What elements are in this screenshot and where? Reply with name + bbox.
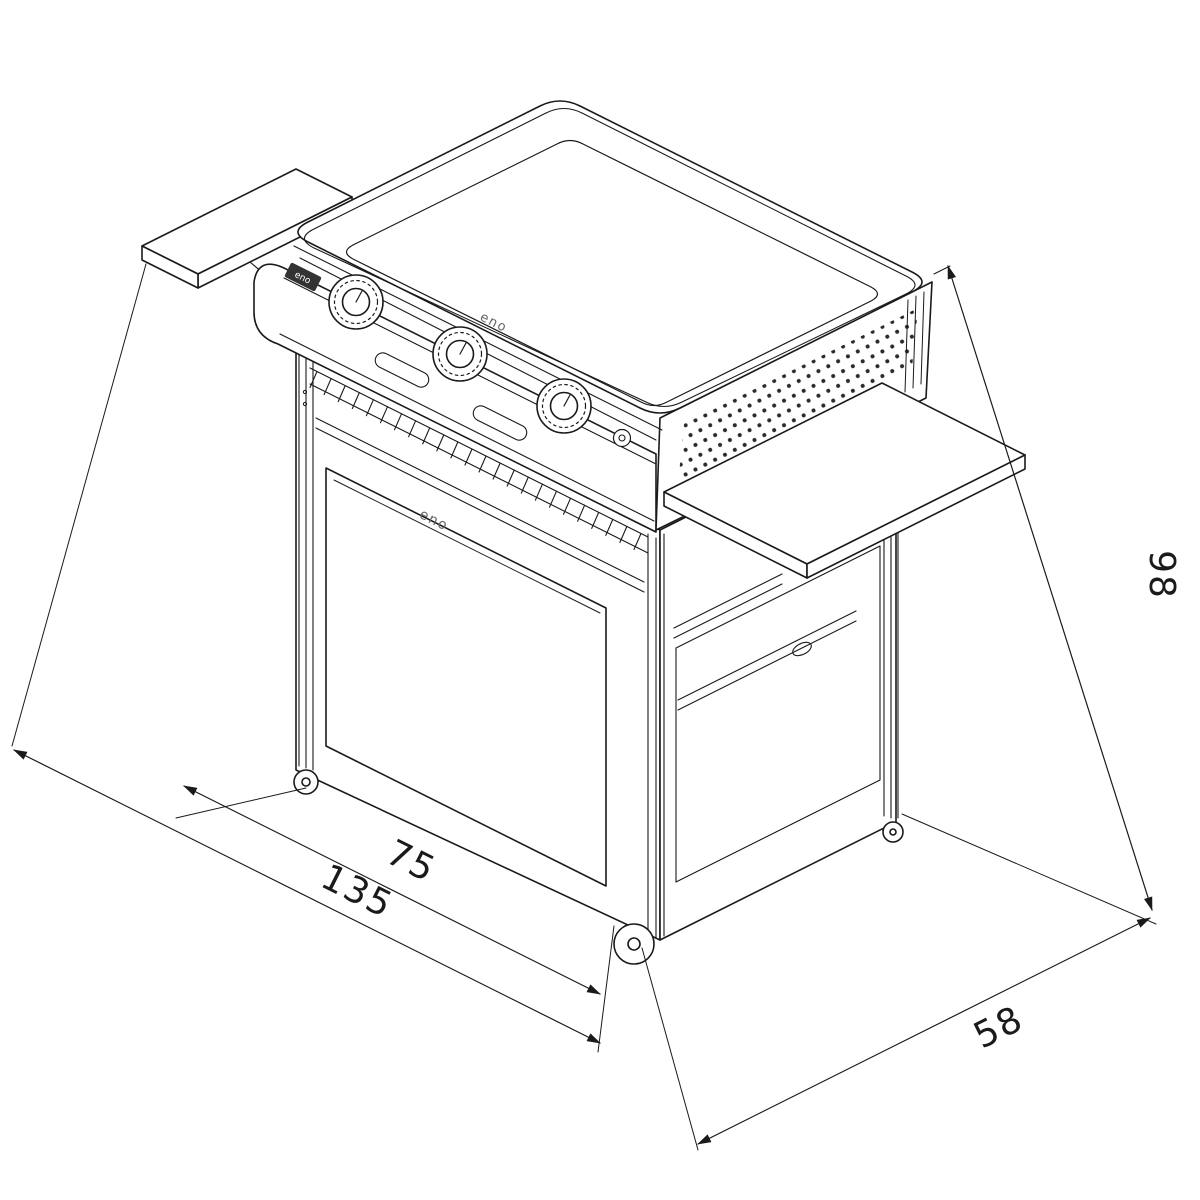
extension-line-98-top — [933, 265, 951, 275]
vent-rib — [605, 518, 614, 536]
vent-rib — [633, 532, 642, 551]
tool-hook-slot-1 — [374, 352, 430, 388]
side-panel — [675, 545, 881, 883]
vent-strip — [309, 367, 649, 554]
front-right-column — [647, 533, 665, 939]
vent-rib — [548, 490, 558, 508]
vent-rib — [408, 420, 417, 438]
igniter-button — [612, 428, 632, 448]
vent-rib — [436, 434, 445, 452]
cooking-plate — [345, 139, 879, 407]
control-panel-face — [253, 263, 657, 533]
caster-back-right — [882, 821, 904, 843]
vent-rib — [323, 378, 332, 396]
right-shelf-bracket — [673, 573, 783, 639]
vent-rib — [337, 385, 346, 403]
burner-knob-3 — [536, 378, 592, 434]
extension-line-135-left — [11, 263, 147, 747]
vent-rib — [619, 525, 628, 543]
vent-rib — [534, 483, 543, 501]
tool-hook-slot-2 — [472, 405, 528, 441]
tray-outer-rim — [297, 100, 923, 414]
burner-knob-1 — [328, 274, 384, 330]
vent-rib — [577, 504, 586, 522]
brand-badge: eno — [284, 262, 322, 292]
vent-rib — [464, 448, 473, 466]
left-shelf-end — [141, 245, 199, 289]
vent-rib — [422, 427, 431, 445]
vent-rib — [393, 413, 403, 431]
dimension-label-height: 98 — [1141, 550, 1182, 600]
screw-hole — [302, 389, 308, 395]
vent-rib — [591, 511, 600, 529]
tray-inner-rim — [303, 107, 916, 408]
vent-rib — [351, 392, 360, 410]
front-rail-lower — [315, 427, 645, 593]
vent-rib — [365, 399, 374, 417]
corner-post-ribs — [904, 291, 925, 393]
front-left-column — [298, 351, 314, 771]
latch-handle — [792, 641, 812, 657]
vent-rib — [478, 455, 487, 473]
extension-line-58-left — [641, 947, 699, 1151]
vent-rib — [379, 406, 389, 424]
dimension-height: 98 — [947, 264, 1182, 912]
vent-rib — [450, 441, 459, 459]
burner-knob-2 — [432, 326, 488, 382]
front-rail — [315, 417, 645, 583]
vent-rib — [562, 497, 572, 515]
screw-hole — [302, 401, 308, 407]
caster-front-right — [613, 923, 655, 965]
vent-rib — [520, 476, 529, 494]
burner-controls: eno — [284, 262, 632, 448]
vent-rib — [492, 462, 501, 480]
vent-rib — [506, 469, 515, 487]
cabinet-door — [325, 467, 607, 887]
door-top-crease — [333, 479, 601, 614]
vent-perforations — [678, 308, 918, 484]
panel-bottom-edge — [279, 333, 655, 522]
